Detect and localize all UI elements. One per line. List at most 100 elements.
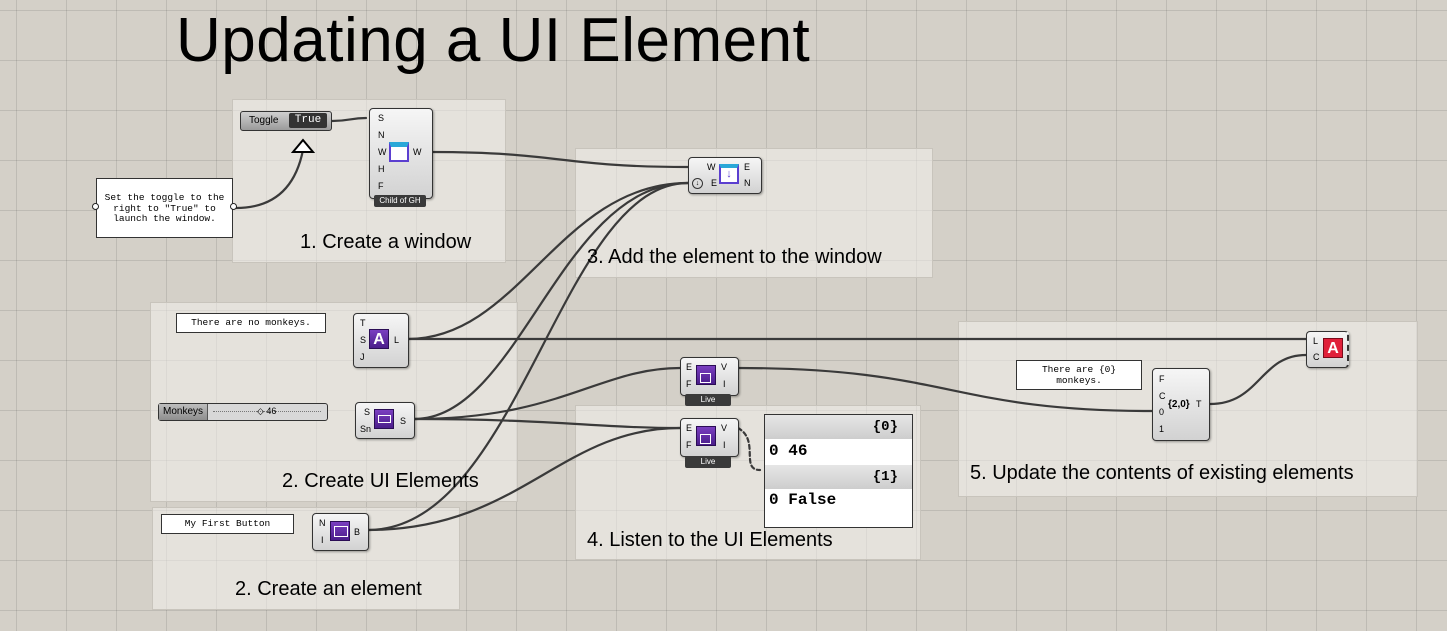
button-input-i[interactable]: I <box>321 535 324 545</box>
data-panel[interactable]: {0} 0 46 {1} 0 False <box>764 414 913 528</box>
add-element-icon: ↓ <box>719 164 739 184</box>
monkeys-slider[interactable]: Monkeys ◇ 46 <box>158 403 328 421</box>
group-create-ui-elements[interactable] <box>150 302 518 502</box>
listen-icon <box>696 365 716 385</box>
branch-value-1: False <box>788 491 837 509</box>
wire-slider-listen1 <box>412 366 682 421</box>
slider-comp-output-s[interactable]: S <box>400 416 407 426</box>
listen1-input-e[interactable]: E <box>686 362 693 372</box>
slider-comp-input-sn[interactable]: Sn <box>360 424 372 434</box>
wire-listen1-format <box>736 366 1154 413</box>
window-output-w[interactable]: W <box>413 147 422 157</box>
wire-toggle-window <box>330 116 368 123</box>
update-input-l[interactable]: L <box>1313 336 1319 346</box>
button-component[interactable]: N I B <box>312 513 369 551</box>
wire-slider-listen2 <box>412 417 682 430</box>
slider-comp-input-s[interactable]: S <box>364 407 371 417</box>
branch-row-0: 0 46 <box>769 442 807 460</box>
slider-ui-component[interactable]: S Sn S <box>355 402 415 439</box>
format-input-f[interactable]: F <box>1159 374 1165 384</box>
toggle-label: Toggle <box>249 115 279 126</box>
listen2-output-i[interactable]: I <box>723 440 726 450</box>
listen2-input-e[interactable]: E <box>686 423 693 433</box>
wire-format-update <box>1208 353 1308 406</box>
label-input-t[interactable]: T <box>360 318 366 328</box>
slider-icon <box>374 409 394 429</box>
listen1-output-i[interactable]: I <box>723 379 726 389</box>
wire-button-add <box>366 181 690 532</box>
add-output-e[interactable]: E <box>744 162 751 172</box>
format-input-c[interactable]: C <box>1159 391 1166 401</box>
format-component[interactable]: F C 0 1 {2,0} T <box>1152 368 1210 441</box>
note-output-pin[interactable] <box>230 203 237 210</box>
branch-value-0: 46 <box>788 442 808 460</box>
branch-index-1: 0 <box>769 491 779 509</box>
slider-track[interactable] <box>213 411 321 414</box>
listen-component-1[interactable]: E F V I <box>680 357 739 396</box>
format-input-1[interactable]: 1 <box>1159 424 1165 434</box>
group-label-listen: 4. Listen to the UI Elements <box>587 529 833 551</box>
window-input-n[interactable]: N <box>378 130 385 140</box>
slider-label: Monkeys <box>159 404 208 420</box>
arrow-up-icon <box>290 138 316 153</box>
add-element-component[interactable]: W E ↓ ↓ E N <box>688 157 762 194</box>
branch-path-0: {0} <box>765 415 912 439</box>
group-label-create-element: 2. Create an element <box>235 578 422 600</box>
add-input-e[interactable]: E <box>711 178 718 188</box>
group-label-create-window: 1. Create a window <box>300 231 472 253</box>
label-output-l[interactable]: L <box>394 335 400 345</box>
format-text-panel[interactable]: There are {0} monkeys. <box>1016 360 1142 390</box>
toggle-value[interactable]: True <box>289 113 327 128</box>
add-input-w[interactable]: W <box>707 162 716 172</box>
add-output-n[interactable]: N <box>744 178 751 188</box>
button-text-panel[interactable]: My First Button <box>161 514 294 534</box>
label-text-panel[interactable]: There are no monkeys. <box>176 313 326 333</box>
group-label-create-ui-elements: 2. Create UI Elements <box>282 470 479 492</box>
label-component[interactable]: T S J A L <box>353 313 409 368</box>
listen2-caption: Live <box>685 456 731 468</box>
window-input-w[interactable]: W <box>378 147 387 157</box>
branch-index-0: 0 <box>769 442 779 460</box>
note-input-pin[interactable] <box>92 203 99 210</box>
label-input-s[interactable]: S <box>360 335 367 345</box>
wire-note-toggle <box>234 148 305 210</box>
listen1-caption: Live <box>685 394 731 406</box>
wire-listen2-panel <box>736 426 762 472</box>
format-icon: {2,0} <box>1168 399 1190 410</box>
listen1-output-v[interactable]: V <box>721 362 728 372</box>
boolean-toggle[interactable]: Toggle True <box>240 111 332 131</box>
window-input-f[interactable]: F <box>378 181 384 191</box>
button-output-b[interactable]: B <box>354 527 361 537</box>
group-label-add-element: 3. Add the element to the window <box>587 246 882 268</box>
branch-path-1: {1} <box>765 465 912 489</box>
page-title: Updating a UI Element <box>176 6 811 75</box>
listen-component-2[interactable]: E F V I <box>680 418 739 457</box>
slider-value[interactable]: ◇ 46 <box>257 406 277 416</box>
flatten-icon: ↓ <box>692 178 703 189</box>
window-input-s[interactable]: S <box>378 113 385 123</box>
button-input-n[interactable]: N <box>319 518 326 528</box>
format-input-0[interactable]: 0 <box>1159 407 1165 417</box>
window-component[interactable]: S N W H F W <box>369 108 433 199</box>
note-panel[interactable]: Set the toggle to the right to "True" to… <box>96 178 233 238</box>
update-icon: A <box>1323 338 1343 358</box>
label-input-j[interactable]: J <box>360 352 365 362</box>
wire-window-add <box>430 150 690 169</box>
format-output-t[interactable]: T <box>1196 399 1202 409</box>
window-icon <box>389 142 409 162</box>
update-input-c[interactable]: C <box>1313 352 1320 362</box>
branch-row-1: 0 False <box>769 491 836 509</box>
wire-label-add <box>406 181 690 341</box>
group-label-update: 5. Update the contents of existing eleme… <box>970 462 1354 484</box>
wire-button-listen2 <box>366 426 682 532</box>
window-input-h[interactable]: H <box>378 164 385 174</box>
update-component[interactable]: L C A <box>1306 331 1349 368</box>
listen1-input-f[interactable]: F <box>686 379 692 389</box>
button-icon <box>330 521 350 541</box>
listen2-output-v[interactable]: V <box>721 423 728 433</box>
label-icon: A <box>369 329 389 349</box>
window-caption: Child of GH <box>374 195 426 207</box>
listen2-input-f[interactable]: F <box>686 440 692 450</box>
listen-icon <box>696 426 716 446</box>
